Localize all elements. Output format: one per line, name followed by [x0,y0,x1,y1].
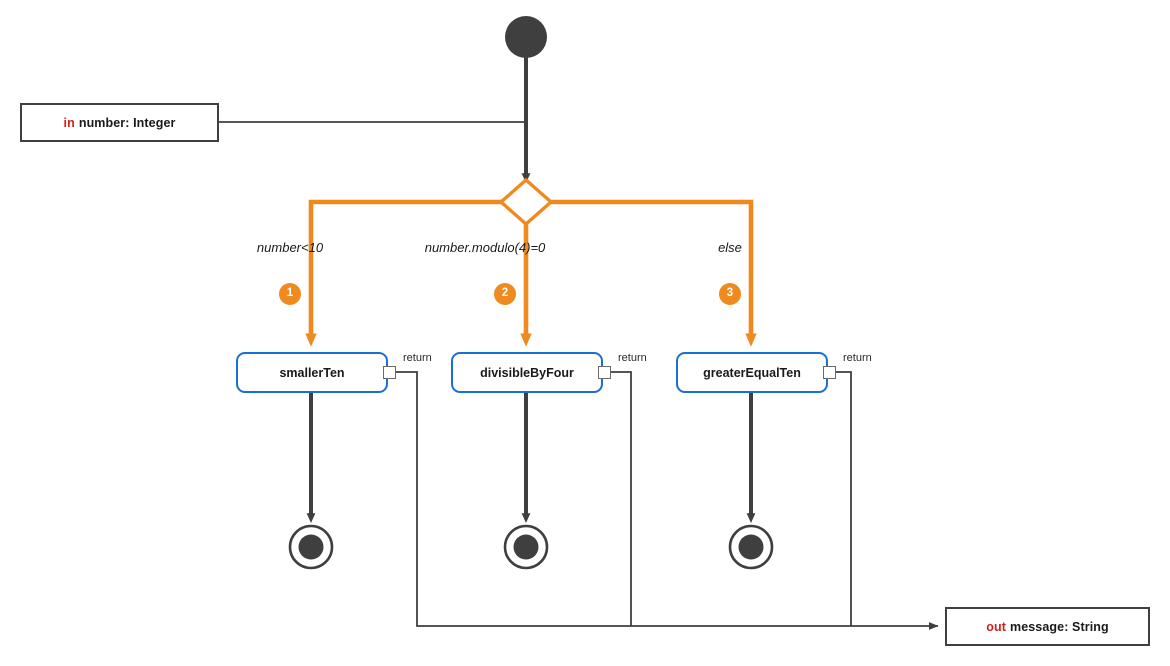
output-pin-3-label: return [843,352,872,364]
edge-return-2 [611,371,632,626]
activity-final-1 [288,524,334,570]
output-pin-1[interactable] [383,366,396,379]
action-node-smallerten[interactable]: smallerTen [236,352,388,393]
guard-text-3: else [718,240,742,255]
guard-label-2: number.modulo(4)=0 [340,240,630,255]
action-node-smallerten-label: smallerTen [279,365,345,380]
output-parameter-label: message: String [1009,619,1109,634]
edge-return-3 [836,371,852,626]
guard-text-1: number<10 [256,240,324,255]
guard-label-1: number<10 [180,240,400,255]
guard-label-3: else [640,240,820,255]
activity-final-2 [503,524,549,570]
output-pin-3[interactable] [823,366,836,379]
initial-node [505,16,547,58]
branch-badge-3[interactable]: 3 [719,283,741,305]
branch-badge-1-text: 1 [286,287,294,300]
input-parameter-direction: in [63,115,75,130]
edge-branch-1 [305,199,501,347]
action-node-greaterequalten-label: greaterEqualTen [703,365,801,380]
action-node-divisiblebyfour-label: divisibleByFour [480,365,574,380]
input-parameter-box[interactable]: in number: Integer [20,103,219,142]
output-pin-1-label: return [403,352,432,364]
output-parameter-box[interactable]: out message: String [945,607,1150,646]
output-pin-2[interactable] [598,366,611,379]
guard-text-2: number.modulo(4)=0 [424,240,546,255]
input-parameter-label: number: Integer [78,115,176,130]
output-pin-2-label-text: return [618,352,647,364]
branch-badge-2[interactable]: 2 [494,283,516,305]
output-pin-3-label-text: return [843,352,872,364]
action-node-greaterequalten[interactable]: greaterEqualTen [676,352,828,393]
output-pin-2-label: return [618,352,647,364]
activity-final-3 [728,524,774,570]
branch-badge-3-text: 3 [726,287,734,300]
action-node-divisiblebyfour[interactable]: divisibleByFour [451,352,603,393]
edge-branch-3 [551,199,757,347]
branch-badge-1[interactable]: 1 [279,283,301,305]
branch-badge-2-text: 2 [501,287,509,300]
edge-return-1 [396,371,939,630]
output-parameter-direction: out [986,619,1006,634]
output-pin-1-label-text: return [403,352,432,364]
decision-diamond [498,177,554,227]
